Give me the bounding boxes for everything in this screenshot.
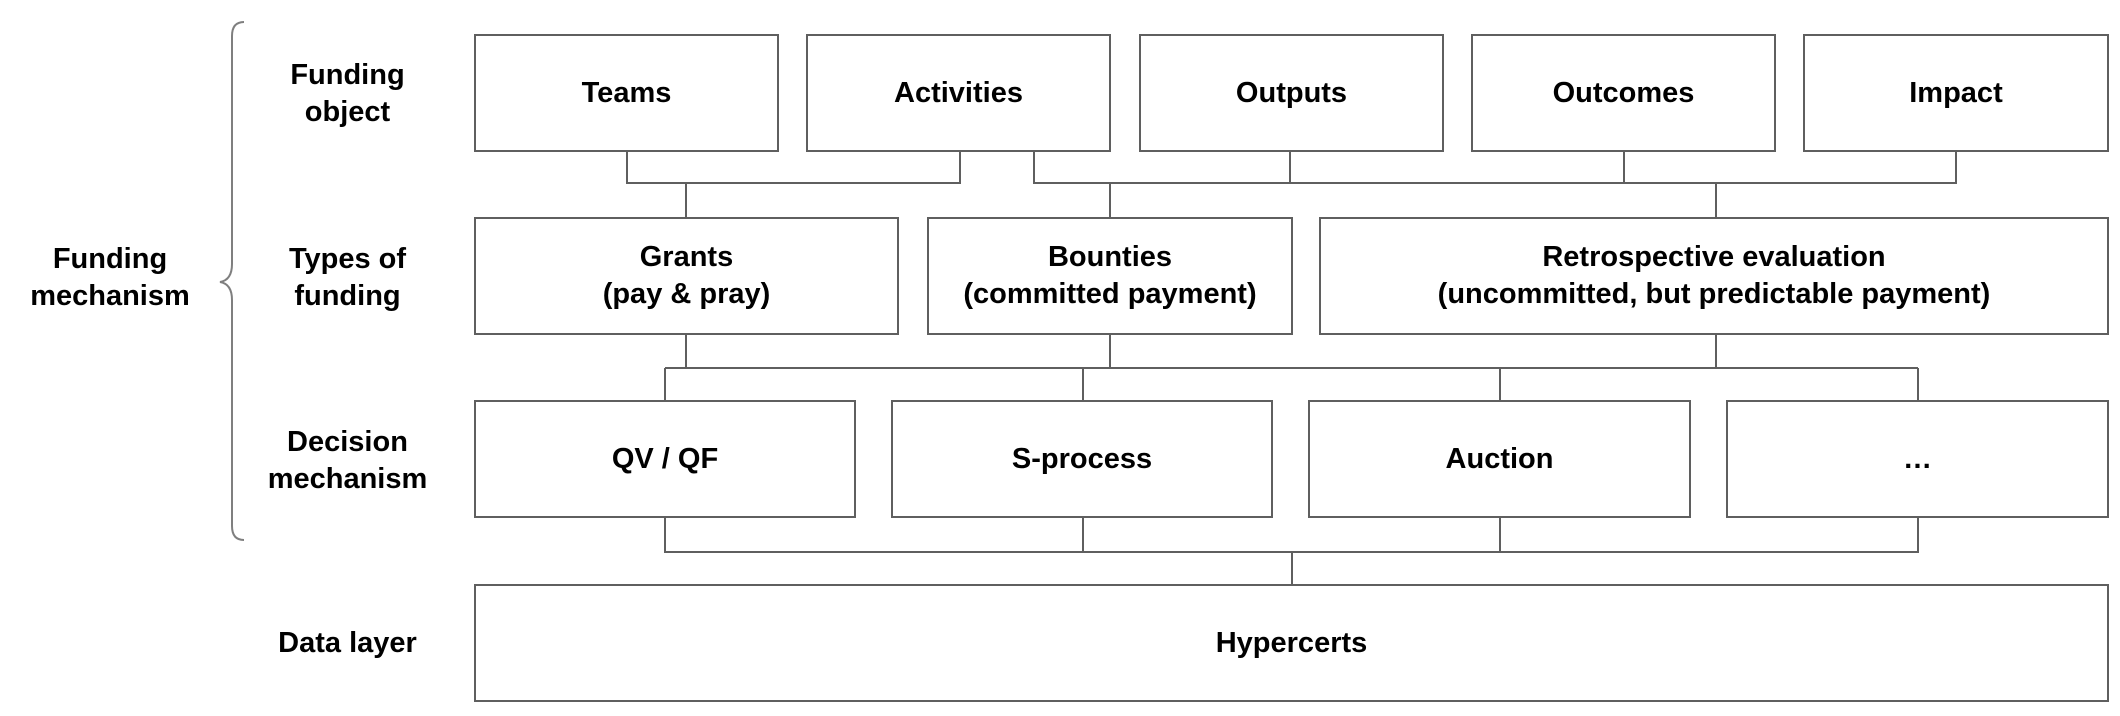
decision-to-data-connector (664, 518, 1919, 585)
decision-mechanism-label: Decision mechanism (267, 426, 428, 495)
objects-to-grants-connector (626, 151, 961, 218)
funding-object-activities-box: Activities (806, 34, 1111, 152)
funding-object-label: Funding object (290, 59, 405, 128)
objects-to-bounties-retro-connector (1033, 151, 1957, 218)
funding-object-outputs-box: Outputs (1139, 34, 1444, 152)
funding-to-decision-connector (664, 334, 1919, 401)
data-layer-label: Data layer (278, 626, 417, 659)
funding-object-outcomes-box: Outcomes (1471, 34, 1776, 152)
funding-type-grants-box: Grants (pay & pray) (474, 217, 899, 335)
decision-more-box: … (1726, 400, 2109, 518)
types-of-funding-label: Types of funding (288, 243, 407, 312)
decision-s-process-box: S-process (891, 400, 1273, 518)
funding-object-teams-box: Teams (474, 34, 779, 152)
funding-type-bounties-box: Bounties (committed payment) (927, 217, 1293, 335)
data-layer-hypercerts-box: Hypercerts (474, 584, 2109, 702)
funding-mechanism-brace (219, 21, 245, 541)
decision-qv-qf-box: QV / QF (474, 400, 856, 518)
funding-type-retrospective-box: Retrospective evaluation (uncommitted, b… (1319, 217, 2109, 335)
funding-object-impact-box: Impact (1803, 34, 2109, 152)
funding-mechanism-label: Funding mechanism (30, 243, 190, 312)
decision-auction-box: Auction (1308, 400, 1691, 518)
